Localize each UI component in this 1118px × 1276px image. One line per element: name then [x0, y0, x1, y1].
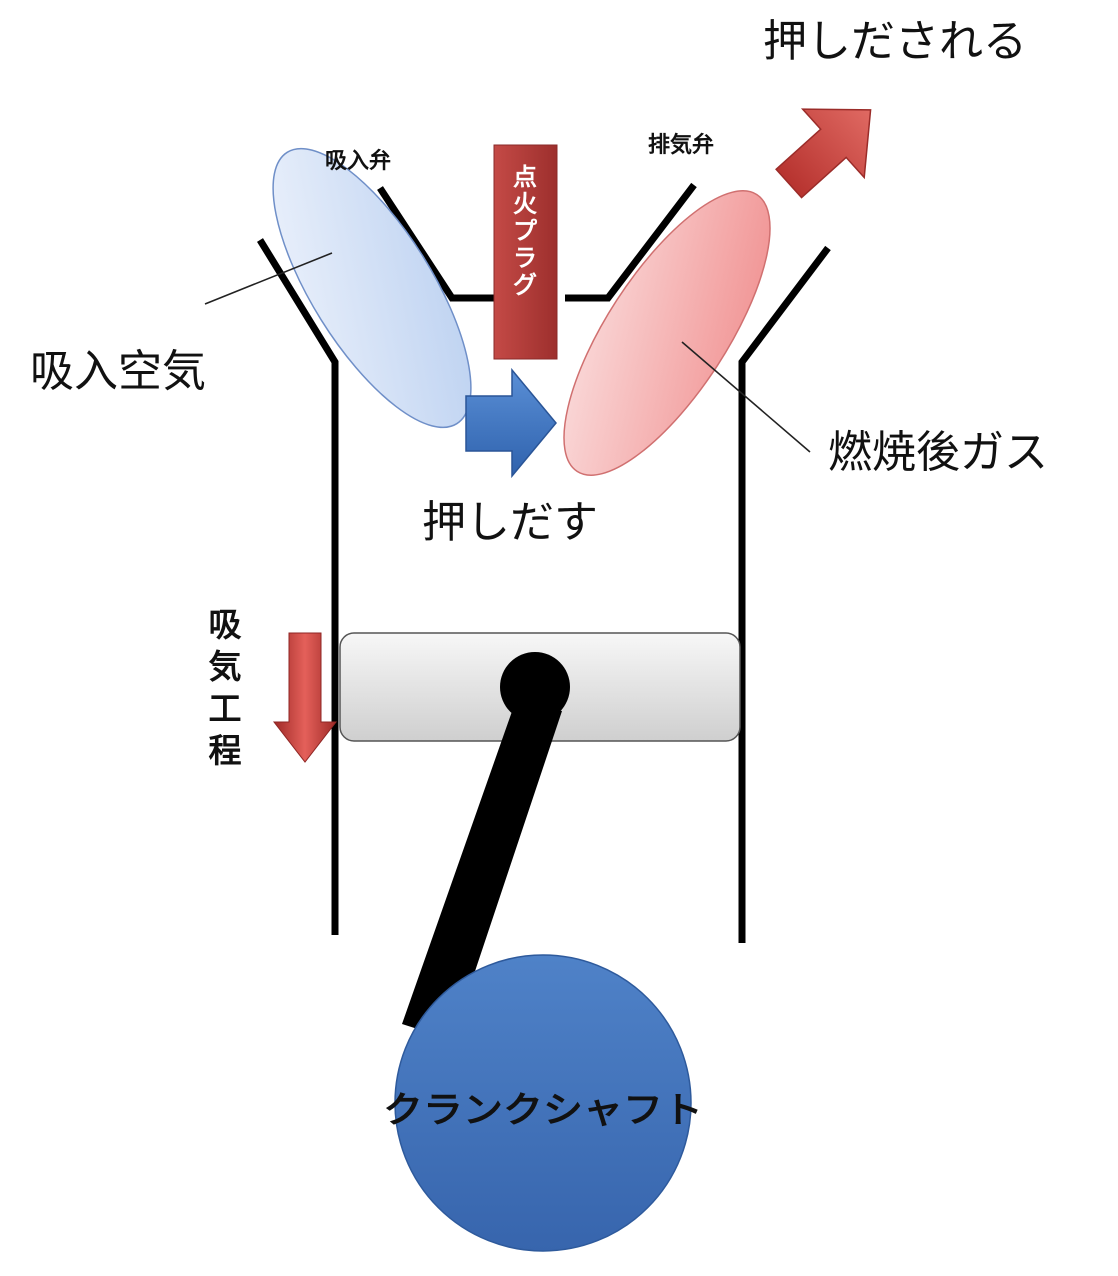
intake-air-label: 吸入空気 — [30, 346, 206, 397]
burnt-gas-leader — [681, 341, 811, 453]
spark-plug — [493, 144, 558, 360]
crankshaft-label: クランクシャフト — [383, 1090, 703, 1131]
spark-plug-label-char: 火 — [513, 190, 537, 218]
cylinder-left-wall — [257, 238, 339, 935]
exhaust-valve-label: 排気弁 — [648, 132, 714, 158]
connecting-rod — [402, 700, 562, 1040]
crankshaft — [394, 954, 692, 1252]
wrist-pin — [500, 652, 570, 722]
stroke-label-char: 工 — [209, 689, 242, 728]
burnt-gas-label: 燃焼後ガス — [828, 427, 1048, 478]
spark-plug-label-char: プ — [513, 217, 538, 245]
intake-valve-line — [377, 186, 495, 302]
stroke-label: 吸気工程 — [209, 605, 242, 770]
arrow-down-icon — [272, 632, 338, 763]
cylinder-right-wall — [738, 245, 831, 943]
exhaust-valve-line — [565, 182, 697, 302]
intake-air-leader — [204, 252, 333, 305]
push-out-label: 押しだす — [422, 497, 598, 548]
spark-plug-label: 点火プラグ — [513, 163, 538, 299]
spark-plug-label-char: 点 — [513, 163, 537, 191]
intake-air-blob — [272, 147, 472, 429]
spark-plug-label-char: ラ — [513, 244, 537, 272]
stroke-label-char: 程 — [209, 731, 242, 770]
stroke-label-char: 気 — [209, 647, 242, 686]
cylinder — [257, 182, 831, 943]
intake-valve-label: 吸入弁 — [325, 148, 391, 174]
arrow-up-right-icon — [775, 108, 872, 199]
spark-plug-label-char: グ — [513, 271, 537, 299]
stroke-label-char: 吸 — [209, 605, 242, 644]
pushed-out-label: 押しだされる — [763, 16, 1027, 67]
arrow-right-icon — [465, 367, 557, 479]
burnt-gas-blob — [563, 190, 771, 476]
